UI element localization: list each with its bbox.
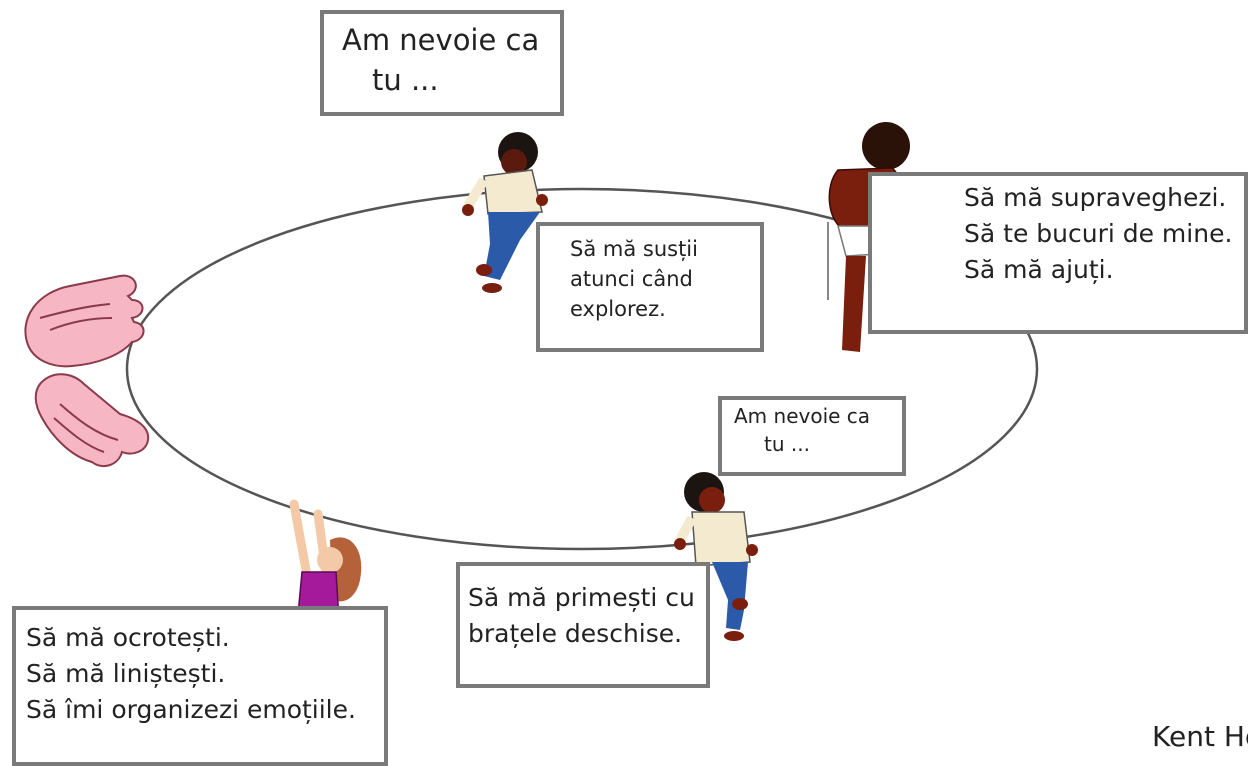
supervise-line2: Să te bucuri de mine. <box>964 219 1233 248</box>
credit-text: Kent He <box>1152 720 1248 753</box>
circle-path <box>125 187 1039 551</box>
explore-line2: atunci când <box>570 267 693 291</box>
comfort-box: Să mă ocrotești. Să mă liniștești. Să îm… <box>12 606 388 766</box>
bottom-prompt-line2: tu ... <box>764 432 810 456</box>
top-hand-icon <box>24 274 145 368</box>
welcome-box: Să mă primești cu brațele deschise. <box>456 562 710 688</box>
supervise-line1: Să mă supraveghezi. <box>964 183 1227 212</box>
top-prompt-line1: Am nevoie ca <box>342 23 540 57</box>
welcome-line2: brațele deschise. <box>468 619 683 648</box>
explore-box: Să mă susții atunci când explorez. <box>536 222 764 352</box>
top-prompt-line2: tu ... <box>372 63 439 97</box>
supervise-line3: Să mă ajuți. <box>964 255 1114 284</box>
comfort-line3: Să îmi organizezi emoțiile. <box>26 695 356 724</box>
top-prompt-box: Am nevoie ca tu ... <box>320 10 564 116</box>
bottom-prompt-box: Am nevoie ca tu ... <box>718 396 906 476</box>
toddler-running-bottom-icon <box>674 472 758 641</box>
explore-line1: Să mă susții <box>570 237 698 261</box>
comfort-line2: Să mă liniștești. <box>26 659 226 688</box>
bottom-prompt-line1: Am nevoie ca <box>734 404 871 428</box>
welcome-line1: Să mă primești cu <box>468 583 695 612</box>
comfort-line1: Să mă ocrotești. <box>26 623 230 652</box>
explore-line3: explorez. <box>570 297 666 321</box>
bottom-hand-icon <box>34 373 150 468</box>
toddler-running-top-icon <box>462 132 548 293</box>
supervise-box: Să mă supraveghezi. Să te bucuri de mine… <box>868 172 1248 334</box>
